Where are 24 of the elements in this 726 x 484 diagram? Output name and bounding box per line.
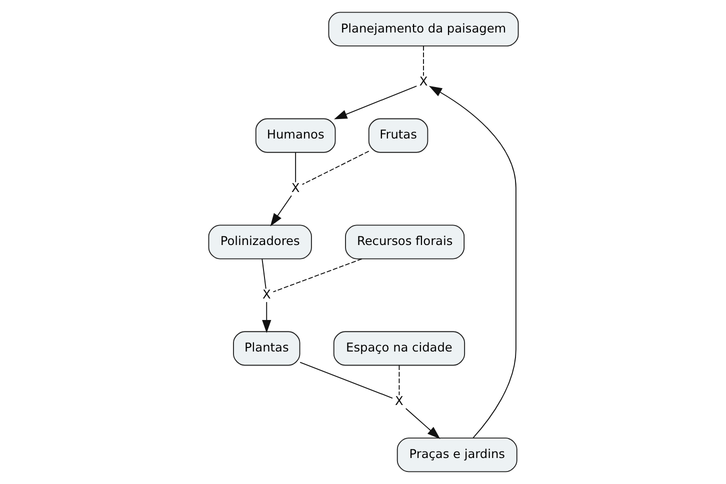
connector xyxy=(261,258,266,290)
node-box: Frutas xyxy=(368,118,428,153)
arrow xyxy=(428,86,516,438)
node-box: Humanos xyxy=(254,118,336,153)
connector xyxy=(299,362,392,399)
connector xyxy=(301,150,369,185)
connector xyxy=(272,258,362,292)
arrow xyxy=(270,195,292,226)
node-box: Polinizadores xyxy=(208,224,312,260)
node-box: Plantas xyxy=(232,331,300,366)
node-box: Praças e jardins xyxy=(396,438,517,472)
connector xyxy=(398,364,400,396)
connector xyxy=(422,46,424,76)
node-text: X xyxy=(394,394,403,408)
arrow xyxy=(404,408,440,440)
node-box: Espaço na cidade xyxy=(332,331,465,366)
connector xyxy=(294,152,296,183)
node-text: X xyxy=(418,74,428,89)
node-text: X xyxy=(290,180,300,195)
arrow xyxy=(262,302,271,334)
node-text: X xyxy=(262,287,270,302)
arrow xyxy=(334,86,417,120)
node-box: Planejamento da paisagem xyxy=(328,12,518,46)
node-box: Recursos florais xyxy=(344,224,464,260)
